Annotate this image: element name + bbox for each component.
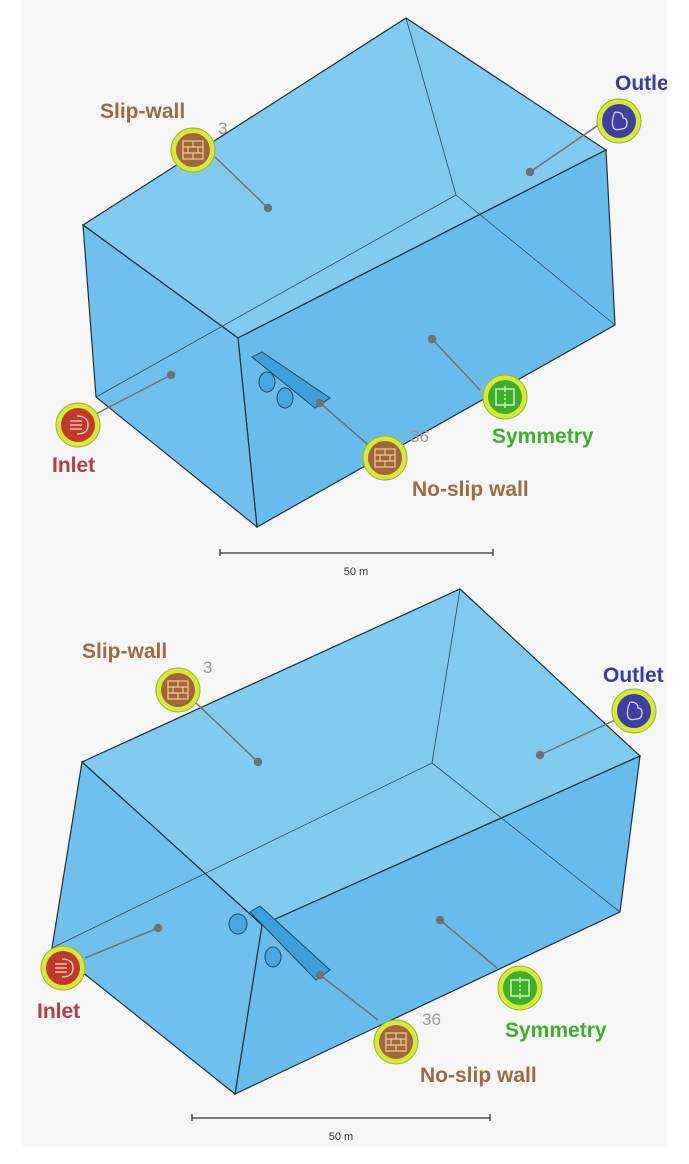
no-slip-wall-count: 36 — [410, 427, 429, 446]
symmetry-label: Symmetry — [492, 425, 594, 448]
outlet-label: Outlet — [615, 72, 667, 95]
outlet-flow-icon — [611, 111, 628, 131]
brick-wall-icon — [374, 448, 396, 468]
view-2-canvas: Slip-wall 3 Outlet Inlet Symmetry 36 No-… — [37, 588, 664, 1143]
symmetry-label: Symmetry — [505, 1019, 607, 1042]
inlet-marker[interactable] — [40, 945, 86, 991]
inlet-marker[interactable] — [55, 402, 101, 448]
brick-wall-icon — [167, 680, 189, 700]
scale-label: 50 m — [329, 1131, 353, 1143]
no-slip-wall-count: 36 — [422, 1010, 441, 1029]
vehicle-model[interactable] — [228, 905, 331, 981]
outlet-marker[interactable] — [596, 98, 642, 144]
no-slip-wall-label: No-slip wall — [420, 1064, 537, 1087]
outlet-flow-icon — [626, 701, 643, 721]
slip-wall-count: 3 — [218, 119, 227, 138]
brick-wall-icon — [182, 140, 204, 160]
view-1-panel: Slip-wall 3 Outlet Inlet Symmetry 3 — [22, 0, 667, 578]
symmetry-icon — [495, 386, 515, 408]
inlet-label: Inlet — [52, 454, 95, 477]
scale-bar: 50 m — [219, 549, 494, 578]
inlet-arrows-icon — [70, 415, 89, 435]
outlet-marker[interactable] — [611, 688, 657, 734]
view-1-canvas: Slip-wall 3 Outlet Inlet Symmetry 3 — [52, 17, 667, 578]
symmetry-icon — [510, 977, 530, 999]
slip-wall-marker[interactable] — [155, 667, 201, 713]
symmetry-marker[interactable] — [482, 374, 528, 420]
symmetry-marker[interactable] — [497, 965, 543, 1011]
inlet-label: Inlet — [37, 1000, 80, 1023]
view-2-panel: Slip-wall 3 Outlet Inlet Symmetry 36 No-… — [22, 578, 667, 1146]
outlet-label: Outlet — [603, 664, 664, 687]
slip-wall-label: Slip-wall — [100, 100, 185, 123]
scale-label: 50 m — [344, 566, 368, 578]
scale-bar: 50 m — [191, 1114, 491, 1143]
inlet-arrows-icon — [55, 958, 74, 978]
vehicle-model[interactable] — [251, 351, 331, 409]
slip-wall-count: 3 — [203, 658, 212, 677]
no-slip-wall-label: No-slip wall — [412, 478, 529, 501]
slip-wall-label: Slip-wall — [82, 640, 167, 663]
no-slip-wall-marker[interactable] — [362, 435, 408, 481]
slip-wall-marker[interactable] — [170, 127, 216, 173]
brick-wall-icon — [385, 1032, 407, 1052]
no-slip-wall-marker[interactable] — [373, 1019, 419, 1065]
